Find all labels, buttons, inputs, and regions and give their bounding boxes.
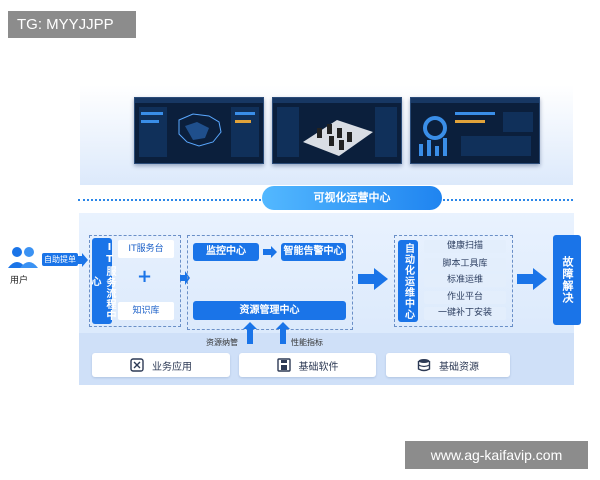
self-service-ticket-label: 自助提单 <box>42 253 78 266</box>
ops-item-script-library: 脚本工具库 <box>424 258 506 271</box>
fault-resolution: 故障解决 <box>553 235 581 325</box>
basic-software-box: 基础软件 <box>239 353 376 377</box>
it-service-process-center: IT服务流程中心 <box>89 238 115 324</box>
app-icon <box>130 358 144 372</box>
watermark-top-left: TG: MYYJJPP <box>8 11 136 38</box>
arrow-up-icon <box>243 322 257 344</box>
database-icon <box>417 359 431 372</box>
dashboard-screen-charts <box>410 97 540 164</box>
performance-metrics-label: 性能指标 <box>291 338 323 347</box>
smart-alarm-center: 智能告警中心 <box>281 243 346 261</box>
arrow-up-icon <box>276 322 290 344</box>
basic-resource-label: 基础资源 <box>439 361 479 373</box>
resource-onboarding-label: 资源纳管 <box>206 338 238 347</box>
dashboard-screen-datacenter <box>272 97 402 164</box>
user-icon <box>7 246 39 270</box>
it-service-desk: IT服务台 <box>118 240 174 258</box>
dashboard-screen-map <box>134 97 264 164</box>
ops-item-patch-install: 一键补丁安装 <box>424 307 506 320</box>
business-app-label: 业务应用 <box>152 361 192 373</box>
automation-ops-group <box>394 235 513 327</box>
monitor-center: 监控中心 <box>193 243 259 261</box>
ticket-arrow-icon <box>76 253 88 267</box>
knowledge-base: 知识库 <box>118 302 174 320</box>
plus-icon: + <box>137 266 153 287</box>
basic-resource-box: 基础资源 <box>386 353 510 377</box>
monitor-group <box>187 235 353 330</box>
basic-software-label: 基础软件 <box>298 361 339 373</box>
visual-ops-center-banner: 可视化运营中心 <box>262 186 442 210</box>
ops-item-standard-ops: 标准运维 <box>424 274 506 287</box>
user-label: 用户 <box>10 276 29 286</box>
business-app-box: 业务应用 <box>92 353 230 377</box>
ops-item-job-platform: 作业平台 <box>424 291 506 304</box>
watermark-bottom-right: www.ag-kaifavip.com <box>405 441 588 469</box>
ops-item-health-scan: 健康扫描 <box>424 240 506 253</box>
software-icon <box>276 358 291 372</box>
resource-management-center: 资源管理中心 <box>193 301 346 320</box>
automation-ops-center: 自动化运维中心 <box>398 240 418 322</box>
arrow-right-icon <box>263 246 277 258</box>
big-arrow-right-icon <box>517 268 547 290</box>
big-arrow-right-icon <box>358 268 388 290</box>
